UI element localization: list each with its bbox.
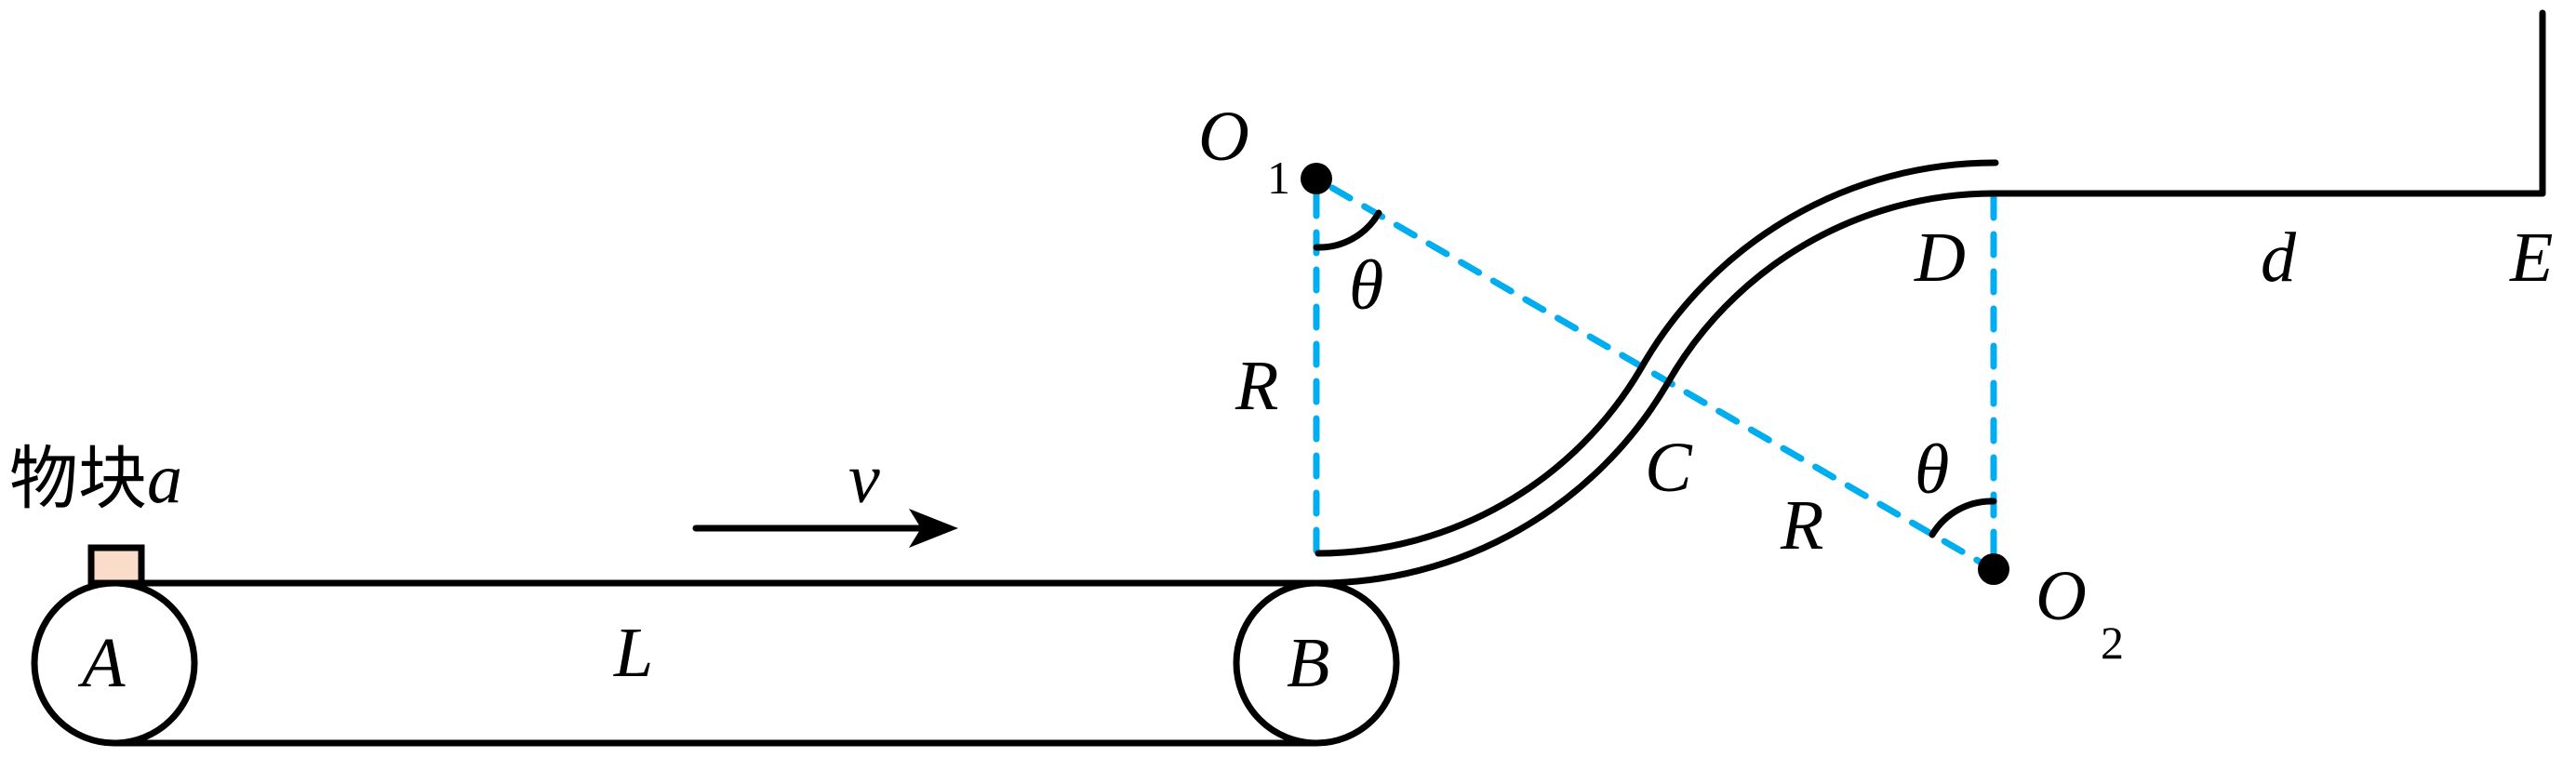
center-o1 — [1301, 163, 1332, 194]
label-radius-2: R — [1780, 486, 1823, 564]
track-rail-outer — [1315, 190, 1997, 587]
label-radius-1: R — [1235, 347, 1278, 425]
angle-arc-o1 — [1313, 209, 1382, 251]
block-a — [87, 544, 145, 587]
label-theta-1: θ — [1349, 246, 1383, 325]
label-distance-d: d — [2261, 219, 2297, 297]
angle-arc-o2 — [1929, 498, 1997, 538]
velocity-arrow-head — [909, 509, 958, 548]
radius-o1-o2-line — [1328, 184, 1983, 565]
label-c-point: C — [1645, 429, 1693, 507]
label-b-point: B — [1287, 624, 1329, 702]
label-length-l: L — [613, 614, 653, 692]
track-rail-inner — [1315, 159, 1999, 557]
label-o1-subscript: 1 — [1267, 152, 1290, 204]
label-a-point: A — [77, 624, 126, 702]
label-o2-subscript: 2 — [2101, 617, 2124, 669]
label-velocity: v — [848, 440, 880, 518]
label-o2: O — [2035, 557, 2087, 635]
label-o1: O — [1198, 98, 1249, 176]
label-d-point: D — [1914, 219, 1966, 297]
label-e-point: E — [2509, 219, 2553, 297]
block-label: 物块a — [9, 439, 182, 519]
label-theta-2: θ — [1915, 431, 1949, 509]
center-o2 — [1978, 553, 2009, 585]
